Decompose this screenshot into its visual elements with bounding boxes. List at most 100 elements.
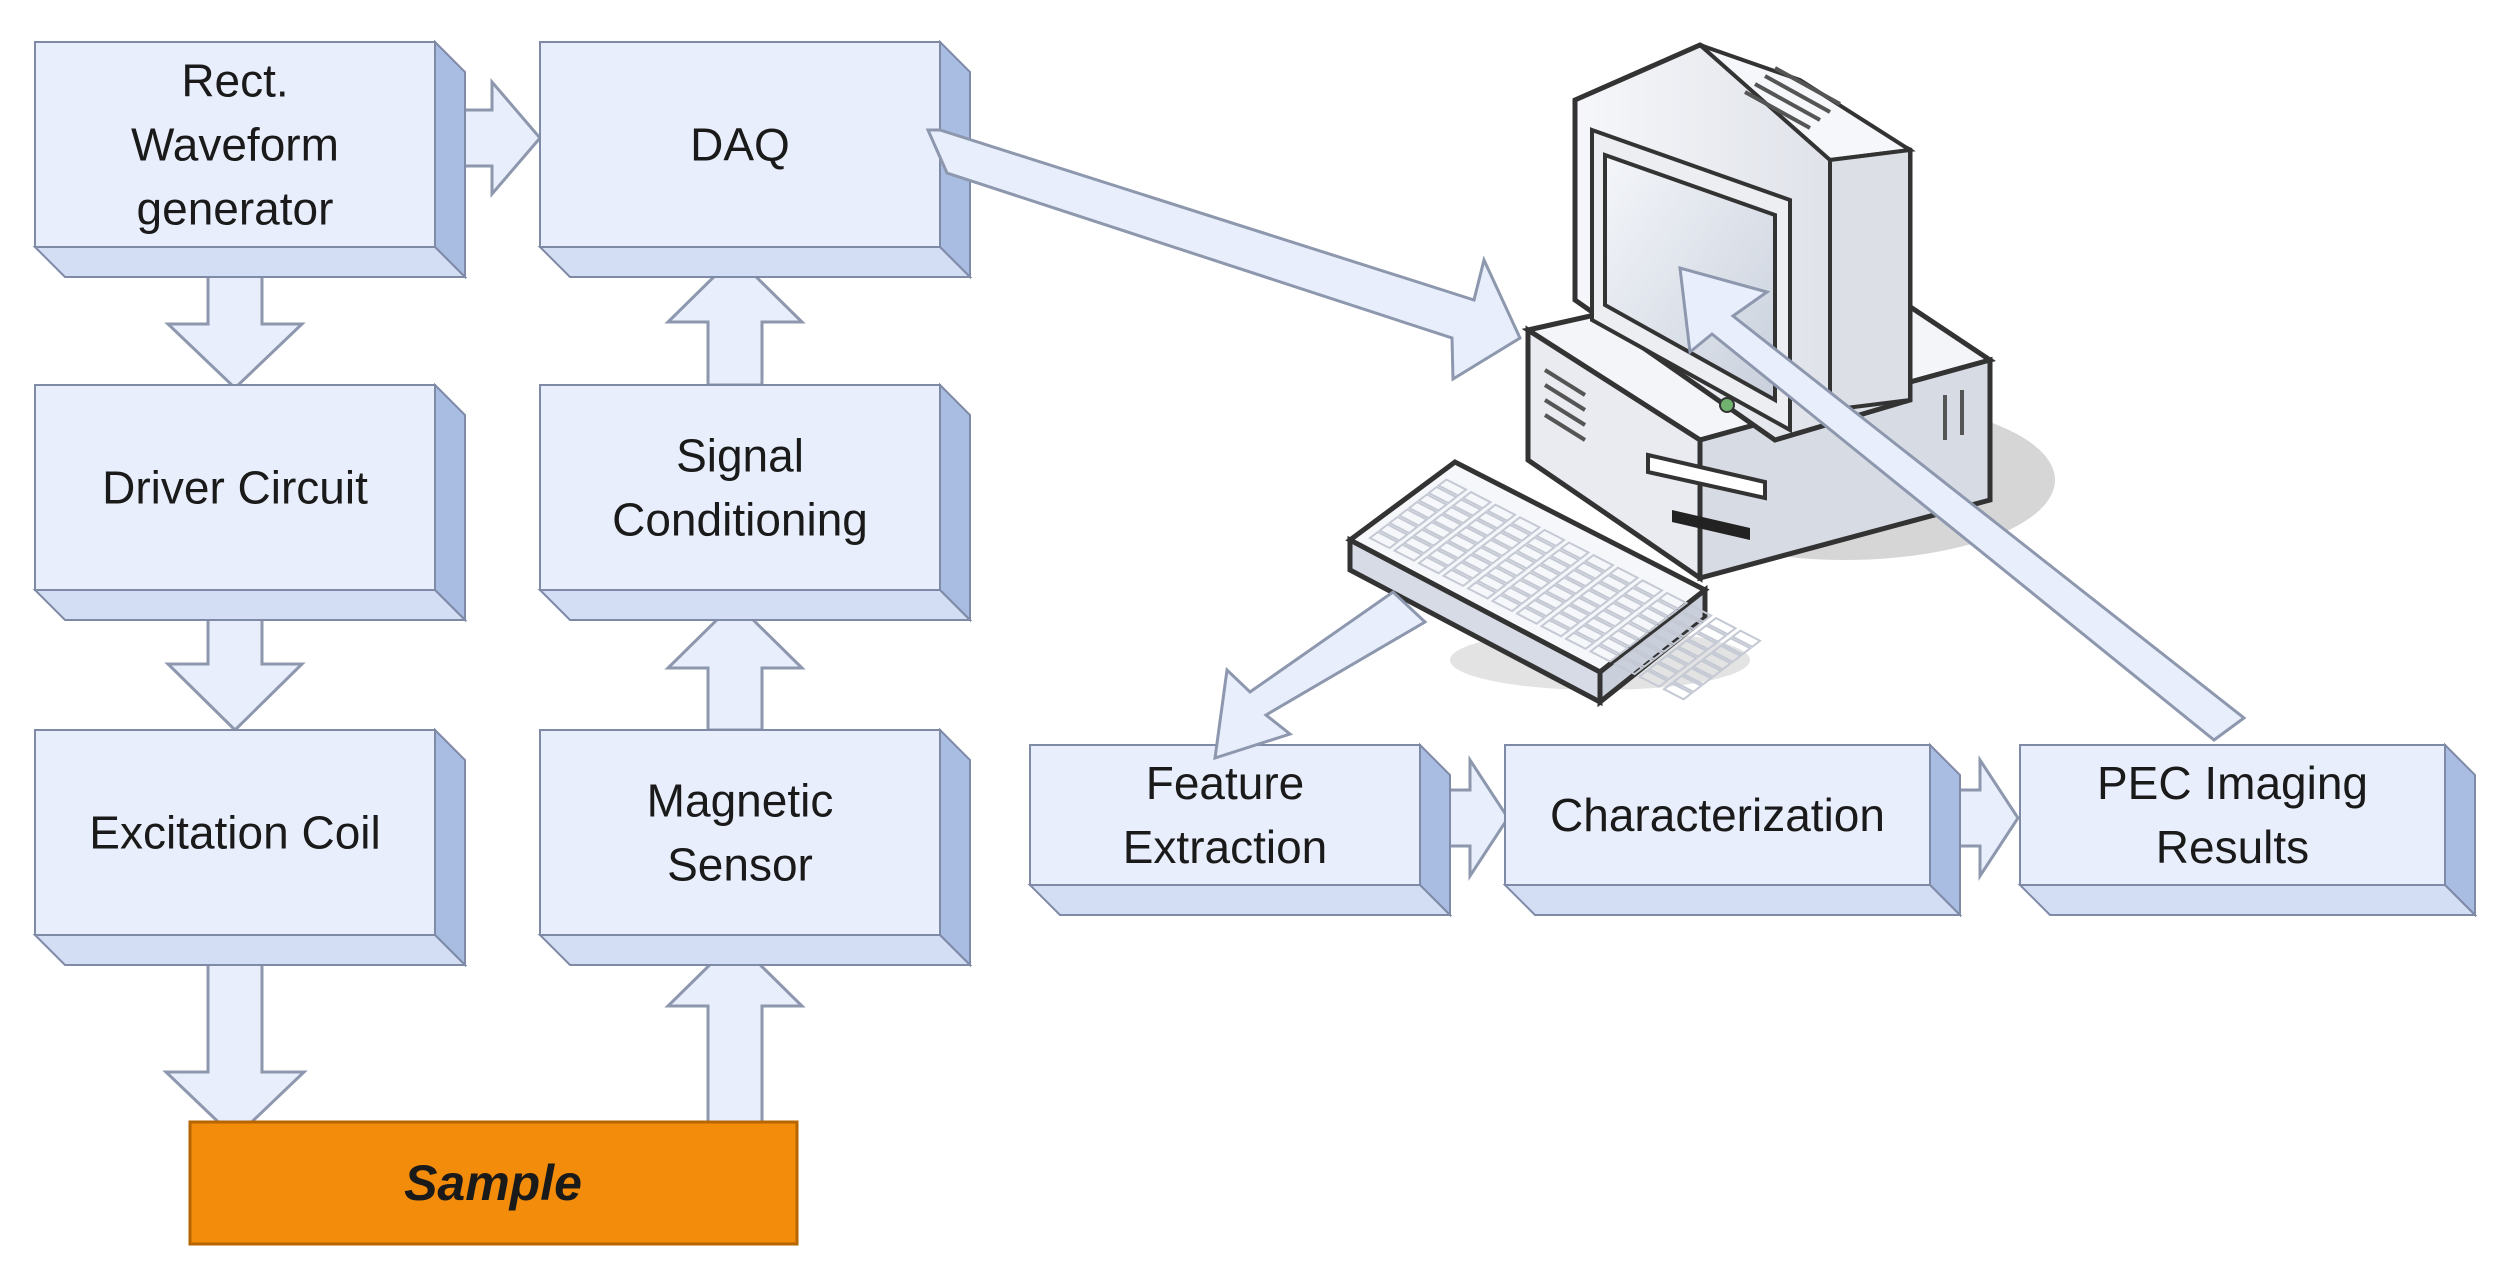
keyboard-key <box>1417 556 1449 575</box>
keyboard-key <box>1622 649 1655 668</box>
keyboard-key <box>1524 598 1557 618</box>
keyboard-key <box>1368 530 1400 550</box>
keyboard-key <box>1564 631 1596 651</box>
block-daq: DAQ <box>537 39 973 280</box>
keyboard-key <box>1451 498 1483 517</box>
keyboard-key <box>1490 531 1522 550</box>
keyboard-key <box>1618 621 1650 641</box>
block-characterization: Characterization <box>1502 742 1963 918</box>
keyboard-key <box>1402 535 1434 555</box>
keyboard-key <box>1647 599 1679 618</box>
keyboard-key <box>1652 626 1684 646</box>
keyboard-key <box>1647 661 1679 681</box>
keyboard-key <box>1578 589 1611 608</box>
block-excitation-coil: Excitation Coil <box>32 727 468 968</box>
keyboard-key <box>1422 520 1454 540</box>
keyboard-key <box>1681 667 1713 686</box>
arrow-generator-to-driver <box>164 260 306 391</box>
keyboard-key <box>1520 571 1552 590</box>
keyboard-key <box>1711 644 1743 663</box>
keyboard-key <box>1436 541 1468 560</box>
keyboard-key <box>1515 543 1547 563</box>
keyboard-key <box>1480 538 1513 558</box>
arrow-coil-to-sample <box>162 943 308 1141</box>
keyboard-key <box>1461 553 1493 573</box>
keyboard-key <box>1608 629 1640 648</box>
keyboard-key <box>1461 490 1493 510</box>
keyboard-key <box>1431 513 1464 532</box>
keyboard-key <box>1662 682 1694 701</box>
keyboard-key <box>1657 654 1689 673</box>
keyboard-key <box>1588 644 1620 663</box>
keyboard-key <box>1407 500 1439 520</box>
keyboard-key <box>1637 669 1669 688</box>
keyboard-key <box>1529 563 1562 583</box>
keyboard-key <box>1495 558 1527 578</box>
keyboard-key <box>1451 561 1483 580</box>
keyboard-key <box>1505 551 1537 570</box>
keyboard-key <box>1475 511 1508 530</box>
block-label-driver-circuit: Driver Circuit <box>102 462 368 514</box>
keyboard-key <box>1554 576 1586 595</box>
keyboard-key <box>1730 629 1762 648</box>
keyboard-key <box>1608 566 1640 585</box>
block-driver-circuit: Driver Circuit <box>32 382 468 623</box>
keyboard-key <box>1377 523 1410 542</box>
block-label-daq: DAQ <box>690 119 790 171</box>
keyboard-key <box>1524 536 1557 555</box>
keyboard-key <box>1720 637 1753 656</box>
keyboard-key <box>1539 619 1571 638</box>
keyboard-key <box>1627 614 1660 633</box>
keyboard-key <box>1598 636 1630 656</box>
keyboard-key <box>1456 526 1488 545</box>
block-label-characterization: Characterization <box>1550 789 1885 841</box>
keyboard-key <box>1441 568 1473 588</box>
arrow-results-to-computer <box>1678 265 2247 742</box>
keyboard-key <box>1657 591 1689 611</box>
keyboard-key <box>1539 556 1571 575</box>
keyboard-key <box>1706 616 1738 636</box>
keyboard-key <box>1613 594 1645 613</box>
keyboard-key <box>1466 518 1498 537</box>
keyboard-key <box>1441 505 1473 525</box>
keyboard-key <box>1544 583 1576 603</box>
keyboard-key <box>1559 604 1591 623</box>
keyboard-key <box>1475 573 1508 593</box>
block-label-excitation-coil: Excitation Coil <box>89 807 380 859</box>
keyboard-key <box>1471 546 1503 565</box>
keyboard-key <box>1681 604 1713 623</box>
keyboard-key <box>1485 566 1517 585</box>
keyboard-key <box>1436 478 1468 497</box>
keyboard-key <box>1671 674 1704 693</box>
keyboard-key <box>1696 624 1728 643</box>
keyboard-key <box>1593 609 1625 628</box>
keyboard-key <box>1569 596 1601 615</box>
arrow-conditioning-to-daq <box>664 253 806 387</box>
keyboard-key <box>1534 528 1566 548</box>
keyboard-key <box>1573 624 1606 643</box>
keyboard-key <box>1417 493 1449 512</box>
keyboard-key <box>1637 606 1669 626</box>
keyboard-key <box>1387 515 1419 535</box>
keyboard-key <box>1667 646 1699 666</box>
keyboard-key <box>1603 601 1635 621</box>
keyboard-key <box>1564 568 1596 588</box>
keyboard-key <box>1583 553 1615 573</box>
keyboard-key <box>1500 586 1532 605</box>
keyboard-key <box>1426 485 1459 505</box>
keyboard-key <box>1392 543 1424 562</box>
keyboard-key <box>1549 548 1581 568</box>
keyboard-key <box>1534 591 1566 610</box>
desktop-computer-icon <box>1521 42 2055 583</box>
keyboard-key <box>1510 516 1542 535</box>
keyboard-key <box>1588 581 1620 600</box>
keyboard-key <box>1549 611 1581 630</box>
keyboard-key <box>1466 581 1498 600</box>
keyboard-key <box>1613 656 1645 676</box>
